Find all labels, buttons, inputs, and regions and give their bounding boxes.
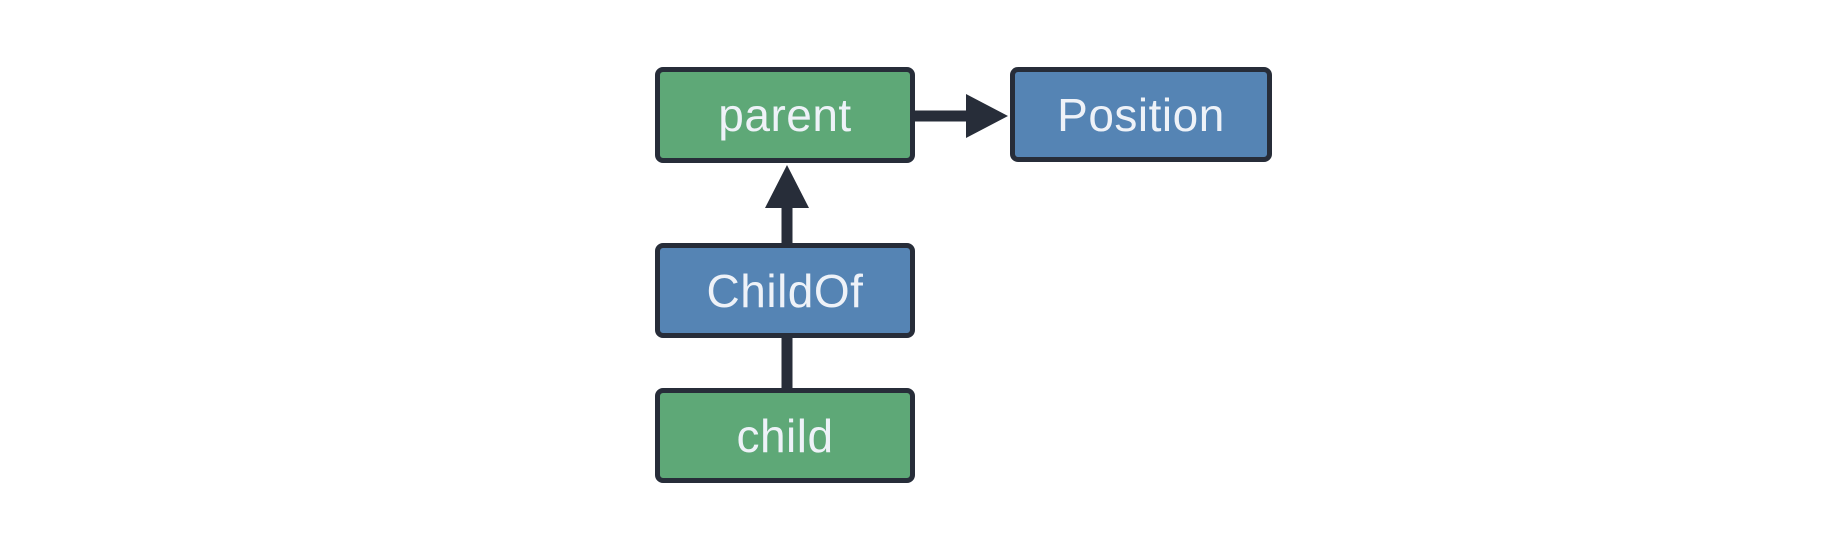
node-position-label: Position [1057, 88, 1225, 141]
node-parent: parent [655, 67, 915, 163]
node-position: Position [1010, 67, 1272, 162]
node-parent-label: parent [718, 89, 852, 141]
edge-childof-to-parent [765, 165, 809, 245]
node-child-label: child [736, 409, 834, 462]
node-childof: ChildOf [655, 243, 915, 338]
node-child: child [655, 388, 915, 483]
edge-parent-to-position [913, 94, 1008, 138]
node-childof-label: ChildOf [706, 264, 864, 317]
